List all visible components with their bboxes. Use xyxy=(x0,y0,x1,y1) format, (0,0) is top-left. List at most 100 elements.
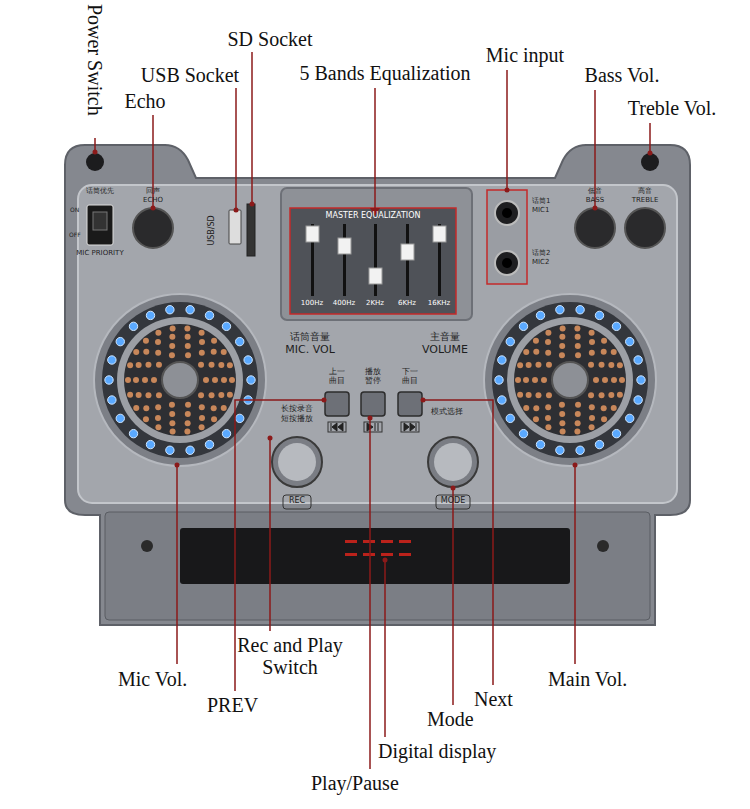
grille-hole xyxy=(143,416,149,422)
icon-frame xyxy=(328,422,346,432)
callout-label: Rec and Play Switch xyxy=(230,634,350,678)
panel-text: VOLUME xyxy=(422,344,468,356)
panel-text: 话筒1 xyxy=(532,198,550,206)
grille-hole xyxy=(575,343,581,349)
grille-hole xyxy=(560,428,566,434)
speaker-grille xyxy=(124,324,236,436)
switch-rocker xyxy=(93,212,107,230)
slider-knob xyxy=(338,238,351,254)
grille-hole xyxy=(575,402,581,408)
blue-led xyxy=(146,440,154,448)
grille-hole xyxy=(136,362,142,368)
blue-led xyxy=(129,429,137,437)
display-slot xyxy=(180,528,570,584)
leader-dot xyxy=(648,151,653,156)
blue-led xyxy=(186,306,194,314)
grille-hole xyxy=(588,392,594,398)
speaker-rim xyxy=(94,294,266,466)
mode-button-face xyxy=(434,443,472,481)
speaker-plate xyxy=(117,317,243,443)
blue-led xyxy=(576,446,584,454)
callout-label: SD Socket xyxy=(228,28,313,50)
button-caption: 长按录音 xyxy=(281,405,313,414)
blue-led xyxy=(186,446,194,454)
blue-led xyxy=(634,396,642,404)
grille-hole xyxy=(533,338,539,344)
panel-text: MIC PRIORITY xyxy=(76,250,123,258)
blue-led xyxy=(116,337,124,345)
leader-dots xyxy=(93,150,653,563)
grille-hole xyxy=(143,338,149,344)
grille-hole xyxy=(136,392,142,398)
grille-hole xyxy=(574,326,580,332)
leader-dot xyxy=(368,416,373,421)
leader-dot xyxy=(268,436,273,441)
grille-hole xyxy=(589,424,595,430)
grille-hole xyxy=(127,392,133,398)
blue-led xyxy=(247,376,255,384)
callout-label: Play/Pause xyxy=(311,772,399,794)
grille-hole xyxy=(198,362,204,368)
grille-hole xyxy=(532,377,538,383)
grille-hole xyxy=(523,377,529,383)
grille-hole xyxy=(155,424,161,430)
grille-hole xyxy=(169,420,175,426)
blue-led xyxy=(105,376,113,384)
grille-hole xyxy=(199,330,205,336)
mic-input-frame xyxy=(487,190,527,284)
grille-hole xyxy=(559,334,565,340)
grille-hole xyxy=(170,326,176,332)
eq-panel xyxy=(290,208,456,314)
mic-jack xyxy=(495,251,519,275)
blue-led xyxy=(205,440,213,448)
grille-hole xyxy=(533,349,539,355)
leader-dot xyxy=(93,150,98,155)
leader-dot xyxy=(383,558,388,563)
button-caption: REC xyxy=(289,497,305,506)
grille-hole xyxy=(143,405,149,411)
icon-frame xyxy=(401,422,419,432)
panel-text: MASTER EQUALIZATION xyxy=(326,212,421,221)
grille-hole xyxy=(588,362,594,368)
grille-hole xyxy=(559,402,565,408)
grille-hole xyxy=(169,402,175,408)
segment xyxy=(363,540,375,543)
segment xyxy=(363,553,375,556)
grille-hole xyxy=(169,352,175,358)
speaker-rim xyxy=(484,294,656,466)
callout-label: Echo xyxy=(124,90,165,112)
grille-hole xyxy=(589,330,595,336)
grille-hole xyxy=(559,411,565,417)
grille-hole xyxy=(546,362,552,368)
leader-line xyxy=(369,418,371,769)
grille-hole xyxy=(611,349,617,355)
grille-hole xyxy=(545,404,551,410)
blue-led xyxy=(637,376,645,384)
callout-label: Main Vol. xyxy=(548,668,627,690)
grille-hole xyxy=(601,416,607,422)
grille-hole xyxy=(533,416,539,422)
mic-jack-hole xyxy=(502,258,512,268)
callout-label: Mode xyxy=(427,708,474,730)
grille-hole xyxy=(156,362,162,368)
blue-led xyxy=(166,306,174,314)
grille-hole xyxy=(199,404,205,410)
grille-hole xyxy=(185,334,191,340)
leader-line xyxy=(269,438,271,631)
grille-hole xyxy=(575,420,581,426)
rec-button xyxy=(272,437,322,487)
callout-label: 5 Bands Equalization xyxy=(299,62,470,84)
grille-hole xyxy=(211,405,217,411)
panel-text: MIC1 xyxy=(532,207,549,215)
callout-label: Mic Vol. xyxy=(118,668,187,690)
grille-hole xyxy=(209,362,215,368)
grille-hole xyxy=(143,349,149,355)
leader-line xyxy=(574,465,576,664)
echo-knob xyxy=(133,208,173,248)
panel-text: 回声 xyxy=(146,188,160,196)
grille-hole xyxy=(169,343,175,349)
grille-hole xyxy=(209,392,215,398)
segment xyxy=(381,553,393,556)
leader-dot xyxy=(451,486,456,491)
